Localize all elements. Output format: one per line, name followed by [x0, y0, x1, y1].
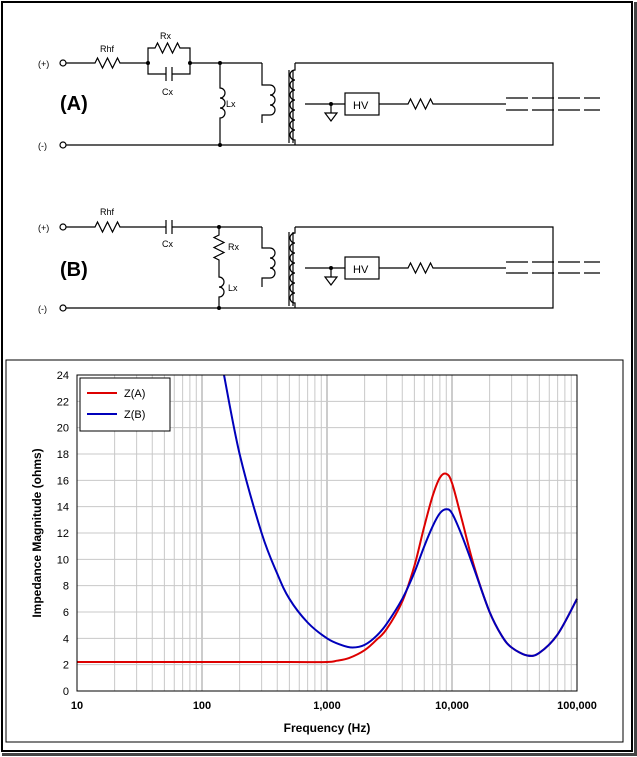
terminal-b-neg-label: (-) — [38, 304, 47, 314]
rx-lx-b-series — [212, 227, 226, 308]
frame-shadow-bottom — [2, 753, 636, 756]
y-tick-label: 20 — [57, 423, 69, 435]
terminal-b-pos-label: (+) — [38, 223, 49, 233]
wire-a-hv-out — [379, 97, 506, 111]
cx-a-label: Cx — [162, 87, 173, 97]
rx-a-resistor — [147, 41, 191, 63]
terminal-a-neg-label: (-) — [38, 141, 47, 151]
lx-a-label: Lx — [226, 99, 236, 109]
plot-area-border — [76, 374, 578, 692]
lx-a-inductor — [219, 63, 226, 145]
y-tick-label: 14 — [57, 502, 69, 514]
frame-shadow-right — [634, 2, 637, 756]
wire-b-hv-out — [379, 261, 506, 275]
y-tick-label: 2 — [63, 660, 69, 672]
wire-b-loop — [295, 226, 554, 309]
rx-a-label: Rx — [160, 31, 171, 41]
legend-label-za: Z(A) — [124, 388, 145, 400]
y-tick-label: 0 — [63, 686, 69, 698]
secondary-b — [289, 227, 296, 308]
plates-b — [506, 261, 600, 274]
primary-b — [261, 227, 276, 287]
y-tick-label: 12 — [57, 528, 69, 540]
circuit-b: (+) (-) (B) Rhf Cx Rx Lx HV — [38, 207, 600, 314]
x-tick-label: 10 — [71, 700, 83, 712]
rhf-a-label: Rhf — [100, 44, 115, 54]
y-tick-label: 16 — [57, 475, 69, 487]
y-tick-label: 4 — [63, 633, 69, 645]
hv-a-label: HV — [353, 100, 369, 112]
series-line-zb — [223, 374, 578, 657]
legend: Z(A) Z(B) — [79, 377, 171, 432]
primary-a — [261, 63, 276, 123]
hv-b-label: HV — [353, 264, 369, 276]
lx-b-label: Lx — [228, 283, 238, 293]
terminal-a-pos-label: (+) — [38, 59, 49, 69]
x-tick-label: 10,000 — [435, 700, 469, 712]
y-tick-label: 6 — [63, 607, 69, 619]
cx-a-capacitor — [147, 63, 191, 81]
legend-box — [79, 377, 171, 432]
circuit-a-label: (A) — [60, 93, 88, 115]
y-tick-label: 22 — [57, 396, 69, 408]
legend-label-zb: Z(B) — [124, 409, 145, 421]
cx-b-label: Cx — [162, 239, 173, 249]
x-axis-title: Frequency (Hz) — [284, 721, 371, 735]
rhf-a-resistor — [66, 56, 148, 70]
y-tick-label: 18 — [57, 449, 69, 461]
y-tick-label: 24 — [57, 370, 69, 382]
rhf-b-label: Rhf — [100, 207, 115, 217]
rhf-b-resistor — [66, 220, 166, 234]
x-tick-label: 1,000 — [313, 700, 341, 712]
chart-series — [77, 374, 578, 664]
wire-a-loop — [295, 62, 554, 146]
rx-b-label: Rx — [228, 242, 239, 252]
secondary-a — [289, 63, 296, 145]
plates-a — [506, 97, 600, 111]
y-tick-label: 10 — [57, 554, 69, 566]
y-axis-title: Impedance Magnitude (ohms) — [30, 448, 44, 617]
circuit-b-label: (B) — [60, 259, 88, 281]
circuit-a: (+) (-) (A) Rhf Rx Cx Lx HV — [38, 31, 600, 151]
ground-a — [323, 104, 339, 122]
x-tick-label: 100,000 — [557, 700, 597, 712]
ground-b — [323, 268, 339, 286]
x-tick-label: 100 — [193, 700, 211, 712]
y-tick-label: 8 — [63, 581, 69, 593]
